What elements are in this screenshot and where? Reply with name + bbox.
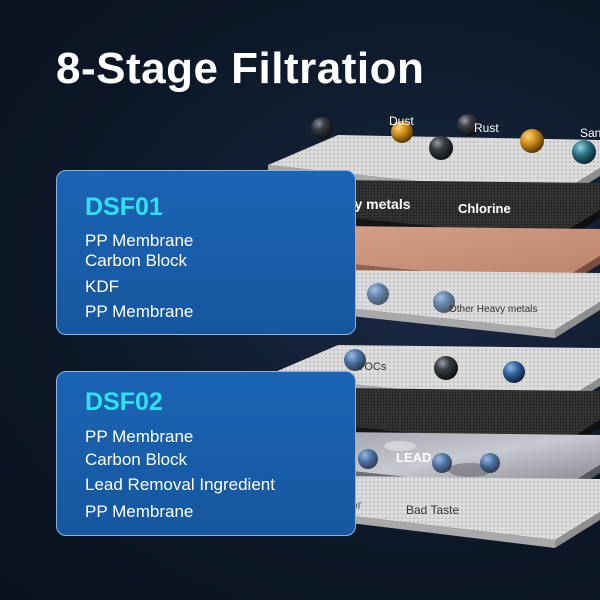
label-vocs: VOCs [357, 361, 387, 373]
panel-dsf01-item-1: PP Membrane [85, 231, 194, 250]
panel-dsf01-item-3: KDF [85, 277, 119, 296]
label-bad-taste: Bad Taste [406, 503, 460, 517]
panel-dsf02-item-2: Carbon Block [85, 450, 188, 469]
label-sand: Sand [580, 126, 600, 140]
panel-dsf02-item-1: PP Membrane [85, 427, 194, 446]
panel-dsf02-title: DSF02 [85, 388, 163, 416]
panel-dsf01-item-2: Carbon Block [85, 251, 188, 270]
panel-dsf01-title: DSF01 [85, 193, 163, 221]
label-rust: Rust [474, 121, 499, 135]
panel-dsf02-item-4: PP Membrane [85, 502, 194, 521]
label-lead: LEAD [396, 450, 432, 465]
label-chlorine: Chlorine [458, 201, 511, 216]
page-title: 8-Stage Filtration [56, 44, 425, 93]
panel-dsf02: DSF02 PP Membrane Carbon Block Lead Remo… [56, 371, 356, 536]
panel-dsf01: DSF01 PP Membrane Carbon Block KDF PP Me… [56, 170, 356, 335]
panel-dsf01-item-4: PP Membrane [85, 302, 194, 321]
panel-dsf02-item-3: Lead Removal Ingredient [85, 475, 275, 494]
label-other-heavy-metals: Other Heavy metals [449, 304, 538, 315]
label-dust: Dust [389, 114, 414, 128]
